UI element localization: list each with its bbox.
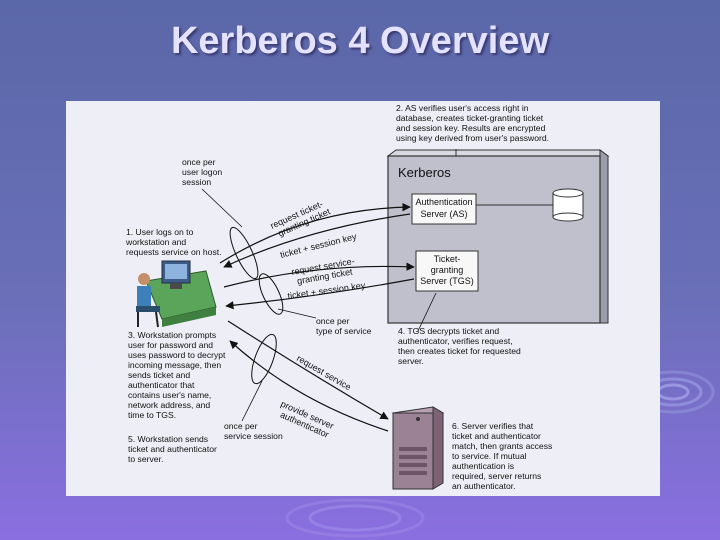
kerberos-diagram: Kerberos Authentication Server (AS) Tick…	[66, 101, 660, 496]
arrow-ticket-session-key-2	[225, 278, 415, 310]
note-step2-1: 2. AS verifies user's access right in	[396, 103, 529, 113]
note-step1-2: workstation and	[125, 237, 186, 247]
arrow-request-service-granting	[223, 262, 415, 288]
note-step1-3: requests service on host.	[126, 247, 222, 257]
note-step3-6: authenticator that	[128, 380, 195, 390]
logon-session-oval	[229, 226, 259, 280]
note-step3-8: network address, and	[128, 400, 210, 410]
note-once-per-type-1: once per	[316, 316, 350, 326]
note-step6-7: an authenticator.	[452, 481, 516, 491]
arrow-ticket-session-key-1	[223, 213, 411, 268]
note-step4-3: then creates ticket for requested	[398, 346, 521, 356]
note-step2-3: and session key. Results are encrypted	[396, 123, 546, 133]
note-step3-3: uses password to decrypt	[128, 350, 226, 360]
decorative-swirl-bottom	[285, 498, 425, 538]
service-session-oval	[251, 333, 277, 385]
note-step3-1: 3. Workstation prompts	[128, 330, 216, 340]
database-icon	[552, 188, 584, 222]
note-step3-2: user for password and	[128, 340, 213, 350]
note-step5-3: to server.	[128, 454, 163, 464]
kerberos-label: Kerberos	[398, 165, 451, 180]
service-type-oval	[258, 273, 284, 315]
tgs-box-line1: Ticket-	[434, 254, 461, 264]
note-once-per-logon-1: once per	[182, 157, 216, 167]
workstation-icon	[136, 260, 217, 328]
note-step5-2: ticket and authenticator	[128, 444, 217, 454]
note-step3-4: incoming message, then	[128, 360, 221, 370]
label-request-service: request service	[295, 353, 353, 392]
as-box	[411, 193, 477, 225]
arrow-provide-authenticator	[229, 340, 389, 432]
note-step6-1: 6. Server verifies that	[452, 421, 534, 431]
arrow-request-tgt	[219, 202, 411, 264]
tgs-box-line3: Server (TGS)	[420, 276, 474, 286]
as-box-line1: Authentication	[415, 197, 472, 207]
label-ticket-session-key-1: ticket + session key	[279, 231, 358, 260]
note-step6-3: match, then grants access	[452, 441, 552, 451]
note-once-per-logon-3: session	[182, 177, 211, 187]
arrow-request-service	[227, 320, 389, 420]
service-session-note-pointer	[241, 380, 263, 422]
note-step3-5: sends ticket and	[128, 370, 190, 380]
note-step6-6: required, server returns	[452, 471, 541, 481]
note-once-per-service-1: once per	[224, 421, 258, 431]
note-step2-4: using key derived from user's password.	[396, 133, 549, 143]
note-step2-2: database, creates ticket-granting ticket	[396, 113, 544, 123]
note-step5-1: 5. Workstation sends	[128, 434, 208, 444]
kerberos-box	[386, 149, 610, 324]
slide-title: Kerberos 4 Overview	[170, 20, 550, 62]
step4-note-pointer	[417, 292, 437, 332]
note-step3-7: contains user's name,	[128, 390, 211, 400]
note-step4-2: authenticator, verifies request,	[398, 336, 513, 346]
tgs-box	[415, 250, 479, 292]
logon-note-pointer	[201, 188, 243, 228]
note-once-per-type-2: type of service	[316, 326, 372, 336]
note-step6-4: to service. If mutual	[452, 451, 527, 461]
server-tower-icon	[391, 406, 445, 490]
as-box-line2: Server (AS)	[420, 209, 467, 219]
note-step3-9: time to TGS.	[128, 410, 176, 420]
tgs-box-line2: granting	[431, 265, 464, 275]
note-once-per-logon-2: user logon	[182, 167, 222, 177]
note-step4-1: 4. TGS decrypts ticket and	[398, 326, 499, 336]
note-step4-4: server.	[398, 356, 424, 366]
note-step6-2: ticket and authenticator	[452, 431, 541, 441]
note-step1-1: 1. User logs on to	[126, 227, 194, 237]
service-type-note-pointer	[277, 308, 317, 319]
note-once-per-service-2: service session	[224, 431, 283, 441]
note-step6-5: authentication is	[452, 461, 514, 471]
